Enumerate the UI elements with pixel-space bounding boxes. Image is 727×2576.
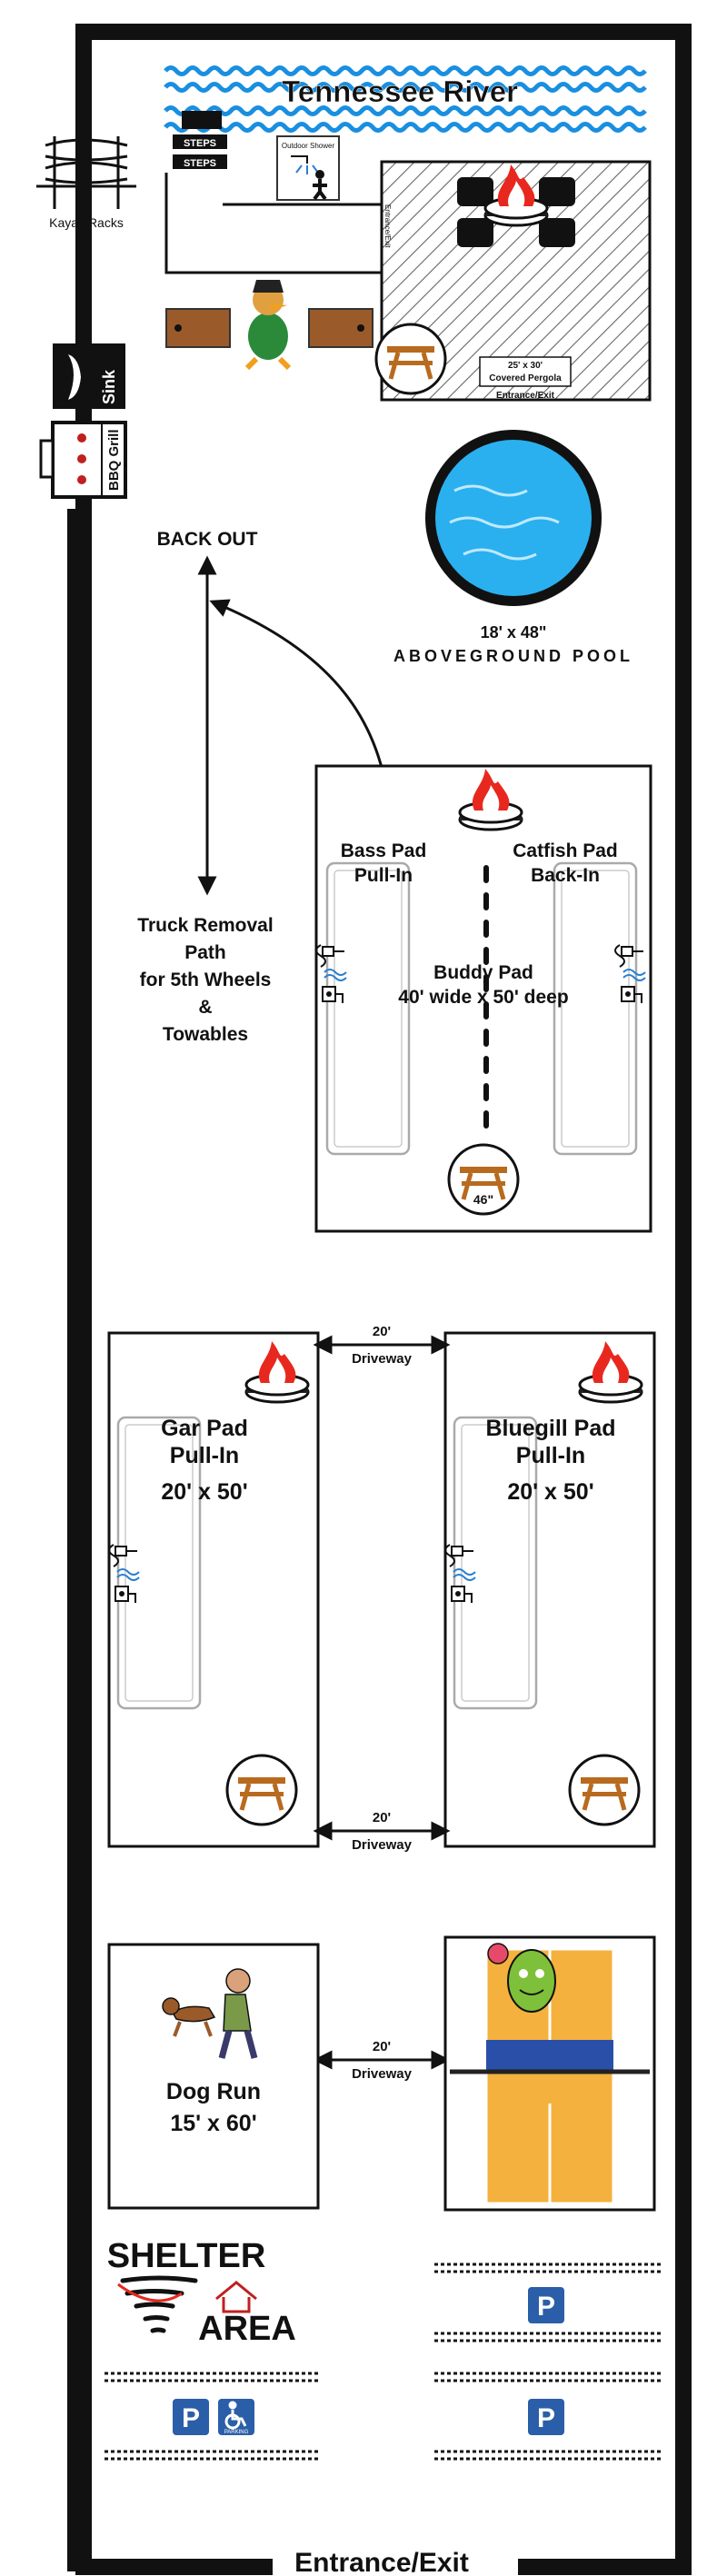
aboveground-pool: 18' x 48" ABOVEGROUND POOL [393, 430, 633, 665]
dog-run: Dog Run 15' x 60' [107, 1943, 320, 2210]
bluegill-pad: Bluegill Pad Pull-In 20' x 50' [443, 1331, 656, 1848]
pool-size: 18' x 48" [481, 623, 547, 642]
svg-text:Driveway: Driveway [352, 1351, 413, 1367]
sink-label: Sink [100, 369, 118, 404]
gar-pad: Gar Pad Pull-In 20' x 50' [107, 1331, 320, 1848]
buddy-pad: Bass Pad Pull-In Catfish Pad Back-In Bud… [314, 764, 652, 1233]
outdoor-shower: Outdoor Shower [276, 135, 340, 201]
back-out-label: BACK OUT [157, 529, 258, 550]
fish-icon [68, 354, 81, 400]
truck-path-label: Truck Removal Path for 5th Wheels & Towa… [137, 915, 273, 1045]
pickle-mascot-icon [487, 1943, 556, 2013]
driveway-marker-1: 20' Driveway [313, 1324, 451, 1367]
parking-sign-3: P [182, 2403, 200, 2433]
kayak-racks: Kayak Racks [36, 136, 136, 230]
river-wave [164, 122, 647, 133]
driveway-marker-2: 20' Driveway [313, 1810, 451, 1853]
parking-sign-1: P [537, 2292, 555, 2322]
pergola-picnic-table-icon [376, 324, 445, 393]
bluegill-pad-type: Pull-In [516, 1443, 585, 1468]
covered-pergola: 25' x 30' Covered Pergola Entrance/Exit … [376, 160, 652, 402]
bbq-grill: BBQ Grill [39, 421, 127, 499]
driveway-marker-3: 20' Driveway [313, 2039, 451, 2082]
river-label: Tennessee River [282, 75, 518, 108]
area-label: AREA [198, 2310, 296, 2348]
steps-label-1: STEPS [184, 138, 216, 149]
parking-sign-2: P [537, 2403, 555, 2433]
svg-text:Towables: Towables [163, 1024, 248, 1045]
steps-label-2: STEPS [184, 158, 216, 169]
river-wave [164, 105, 647, 116]
entrance-gap [273, 2555, 518, 2576]
bluegill-pad-size: 20' x 50' [507, 1479, 593, 1505]
bluegill-picnic-table-icon [570, 1755, 639, 1825]
sink: Sink [53, 343, 125, 409]
bass-pad-type: Pull-In [354, 865, 413, 886]
house-icon [215, 2281, 257, 2313]
dock-steps: STEPS STEPS [173, 111, 227, 169]
pool-water [435, 440, 592, 596]
river-wave [164, 65, 647, 76]
duck-mascot-icon [244, 280, 292, 371]
river-wave [164, 82, 647, 93]
shower-icon [291, 155, 308, 164]
dog-walker-icon [162, 1968, 258, 2059]
kayak-label: Kayak Racks [49, 215, 124, 230]
catfish-pad-type: Back-In [531, 865, 600, 886]
shelter-area: SHELTER AREA [107, 2237, 296, 2348]
svg-text:Driveway: Driveway [352, 2066, 413, 2082]
accessible-label: PARKING [224, 2430, 249, 2435]
pool-name: ABOVEGROUND POOL [393, 647, 633, 665]
parking-right-top: P [434, 2263, 663, 2342]
buddy-table-size: 46" [473, 1192, 493, 1207]
svg-text:Path: Path [184, 942, 226, 963]
parking-right-bottom: P [434, 2372, 663, 2461]
tennessee-river: Tennessee River [162, 62, 647, 133]
svg-text:20': 20' [373, 2039, 391, 2054]
deck-benches [165, 308, 373, 348]
bass-pad-label: Bass Pad [341, 840, 427, 861]
svg-text:Truck Removal: Truck Removal [137, 915, 273, 936]
gar-pad-type: Pull-In [170, 1443, 239, 1468]
svg-text:for 5th Wheels: for 5th Wheels [140, 970, 272, 990]
svg-text:20': 20' [373, 1324, 391, 1339]
pergola-firepit-icon [457, 163, 575, 247]
bluegill-pad-label: Bluegill Pad [485, 1416, 615, 1441]
svg-text:20': 20' [373, 1810, 391, 1825]
pergola-side-entrance: Entrance/Exit [383, 204, 392, 248]
entrance-label: Entrance/Exit [294, 2548, 469, 2576]
wheelchair-icon [224, 2401, 247, 2430]
pickleball-court [443, 1935, 656, 2212]
shower-label: Outdoor Shower [282, 142, 335, 150]
dog-run-size: 15' x 60' [170, 2111, 256, 2136]
pergola-size: 25' x 30' [508, 361, 543, 371]
shelter-label: SHELTER [107, 2237, 266, 2275]
gar-picnic-table-icon [227, 1755, 296, 1825]
tornado-icon [117, 2275, 198, 2333]
dog-run-label: Dog Run [166, 2079, 261, 2104]
buddy-pad-size: 40' wide x 50' deep [398, 987, 568, 1008]
kayak-rack-icon [36, 136, 136, 209]
buddy-pad-label: Buddy Pad [433, 962, 533, 983]
catfish-pad-label: Catfish Pad [513, 840, 618, 861]
pergola-entrance: Entrance/Exit [496, 391, 555, 401]
svg-text:Driveway: Driveway [352, 1837, 413, 1853]
gar-pad-label: Gar Pad [161, 1416, 248, 1441]
svg-text:&: & [198, 997, 212, 1018]
grill-label: BBQ Grill [106, 429, 122, 491]
pergola-name: Covered Pergola [489, 373, 562, 383]
deck-outline [164, 162, 383, 274]
gar-pad-size: 20' x 50' [161, 1479, 247, 1505]
parking-left-accessible: P PARKING [105, 2372, 318, 2461]
